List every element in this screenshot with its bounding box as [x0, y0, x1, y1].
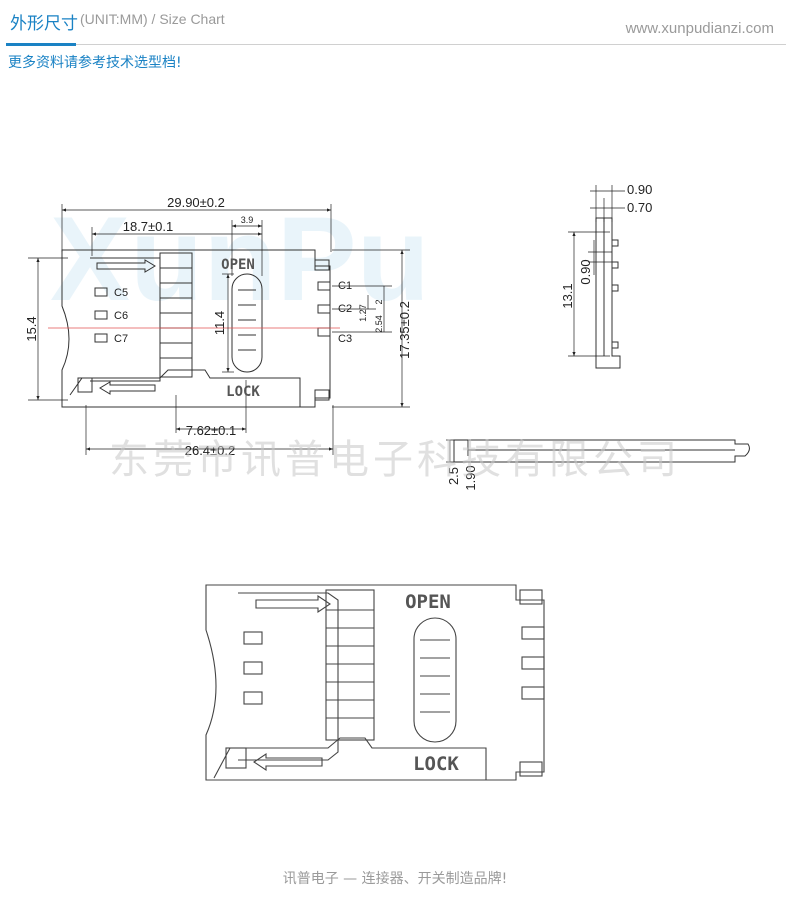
dim-inner-width: 18.7±0.1 [123, 219, 174, 234]
large-body-outline [205, 584, 545, 781]
page-title: 外形尺寸 [10, 14, 78, 34]
pin-c6 [94, 310, 108, 320]
dim-pin-pitch-a: 1.27 [358, 304, 368, 322]
dim-side-top-b: 0.70 [627, 200, 652, 215]
dim-overall-width: 29.90±0.2 [167, 195, 225, 210]
large-view [205, 584, 545, 781]
dim-window-height: 11.4 [212, 311, 227, 335]
large-card-slot [238, 592, 339, 761]
dim-side-height: 13.1 [560, 283, 575, 308]
pin-label-c6: C6 [114, 310, 128, 322]
lock-arrow-icon [99, 381, 156, 395]
pin-label-c7: C7 [114, 333, 128, 345]
footer-slogan: 讯普电子 — 连接器、开关制造品牌! [282, 871, 508, 887]
slider-window [231, 273, 263, 373]
pin-c7 [94, 333, 108, 343]
large-contact-block [325, 589, 375, 741]
watermark-logo: XunPu [50, 192, 430, 326]
pin-c5 [94, 287, 108, 297]
page-title-unit: (UNIT:MM) / Size Chart [80, 11, 225, 27]
open-stamp: OPEN [221, 257, 255, 273]
pin-c2 [317, 304, 331, 314]
large-slider-window [413, 617, 457, 743]
large-lock-stamp: LOCK [413, 753, 459, 775]
watermark-company: 东莞市讯普电子科技有限公司 [109, 437, 681, 483]
dim-bottom-width: 26.4±0.2 [185, 443, 236, 458]
lock-stamp: LOCK [226, 384, 260, 400]
large-lock-arrow-icon [253, 752, 323, 772]
large-open-arrow-icon [255, 594, 331, 614]
dim-profile-height-a: 2.5 [446, 467, 461, 485]
pin-c1 [317, 281, 331, 291]
contact-block [159, 252, 193, 378]
dim-profile-height-b: 1.90 [463, 465, 478, 490]
dim-pin-pitch-c: 2 [374, 299, 384, 304]
open-arrow-icon [96, 259, 156, 273]
subtitle: 更多资料请参考技术选型档! [8, 55, 182, 71]
pin-label-c3: C3 [338, 333, 352, 345]
large-open-stamp: OPEN [405, 591, 451, 613]
profile-view [453, 439, 750, 463]
header-accent-bar [6, 43, 76, 46]
profile-body [453, 439, 750, 463]
header-divider [6, 44, 786, 45]
dim-side-top-a: 0.90 [627, 182, 652, 197]
dim-side-mid: 0.90 [578, 259, 593, 284]
pin-label-c5: C5 [114, 287, 128, 299]
dim-pin-pitch-b: 2.54 [374, 315, 384, 333]
side-view [595, 217, 621, 369]
dim-height-overall: 15.4 [24, 316, 39, 341]
pin-label-c1: C1 [338, 280, 352, 292]
dim-pitch-small: 3.9 [241, 215, 254, 225]
website-link[interactable]: www.xunpudianzi.com [625, 20, 774, 37]
pin-c3 [317, 327, 331, 337]
dim-bottom-offset: 7.62±0.1 [186, 423, 237, 438]
dim-right-height: 17.35±0.2 [397, 301, 412, 359]
page-header: 外形尺寸 (UNIT:MM) / Size Chart www.xunpudia… [0, 0, 790, 62]
pin-label-c2: C2 [338, 303, 352, 315]
